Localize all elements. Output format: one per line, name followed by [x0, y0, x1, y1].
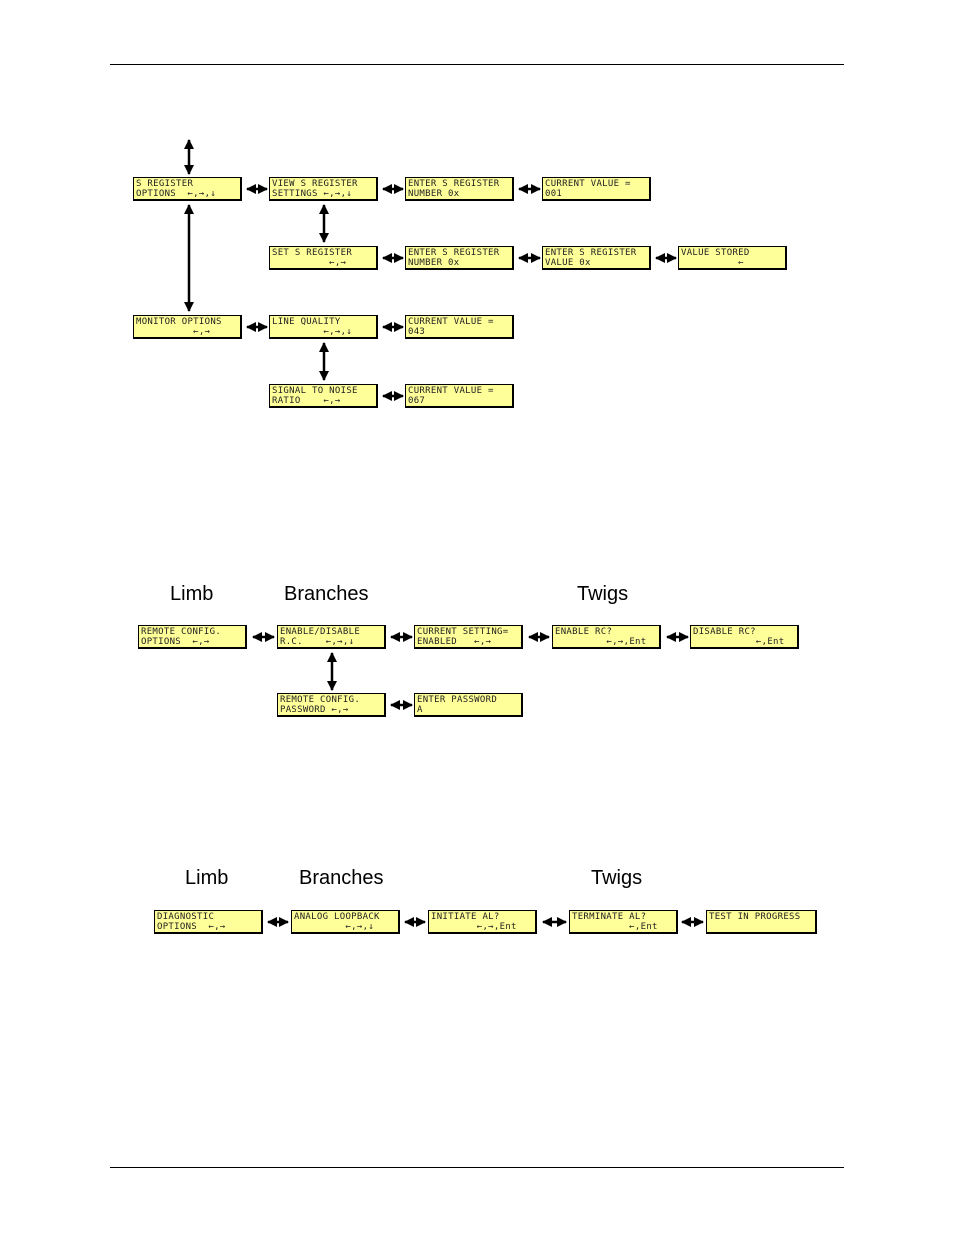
bottom-rule [110, 1167, 844, 1168]
box-current-value-067: CURRENT VALUE =067 [405, 384, 514, 408]
heading-twigs: Twigs [577, 583, 629, 605]
box-enable-rc: ENABLE RC? ←,→,Ent [552, 625, 661, 649]
heading-branches: Branches [299, 867, 384, 889]
box-current-value-001: CURRENT VALUE =001 [542, 177, 651, 201]
box-line-quality: LINE QUALITY ←,→,↓ [269, 315, 378, 339]
box-initiate-al: INITIATE AL? ←,→,Ent [428, 910, 537, 934]
box-analog-loopback: ANALOG LOOPBACK ←,→,↓ [291, 910, 400, 934]
box-monitor-options: MONITOR OPTIONS ←,→ [133, 315, 242, 339]
heading-limb: Limb [185, 867, 229, 889]
box-terminate-al: TERMINATE AL? ←,Ent [569, 910, 678, 934]
box-test-in-progress: TEST IN PROGRESS [706, 910, 817, 934]
top-rule [110, 64, 844, 65]
heading-branches: Branches [284, 583, 369, 605]
box-current-setting-enabled: CURRENT SETTING=ENABLED ←,→ [414, 625, 523, 649]
heading-limb: Limb [170, 583, 214, 605]
box-value-stored: VALUE STORED ← [678, 246, 787, 270]
box-disable-rc: DISABLE RC? ←,Ent [690, 625, 799, 649]
box-remote-config-password: REMOTE CONFIG.PASSWORD ←,→ [277, 693, 386, 717]
box-current-value-043: CURRENT VALUE =043 [405, 315, 514, 339]
box-set-s-register: SET S REGISTER ←,→ [269, 246, 378, 270]
box-remote-config-options: REMOTE CONFIG.OPTIONS ←,→ [138, 625, 247, 649]
heading-twigs: Twigs [591, 867, 643, 889]
